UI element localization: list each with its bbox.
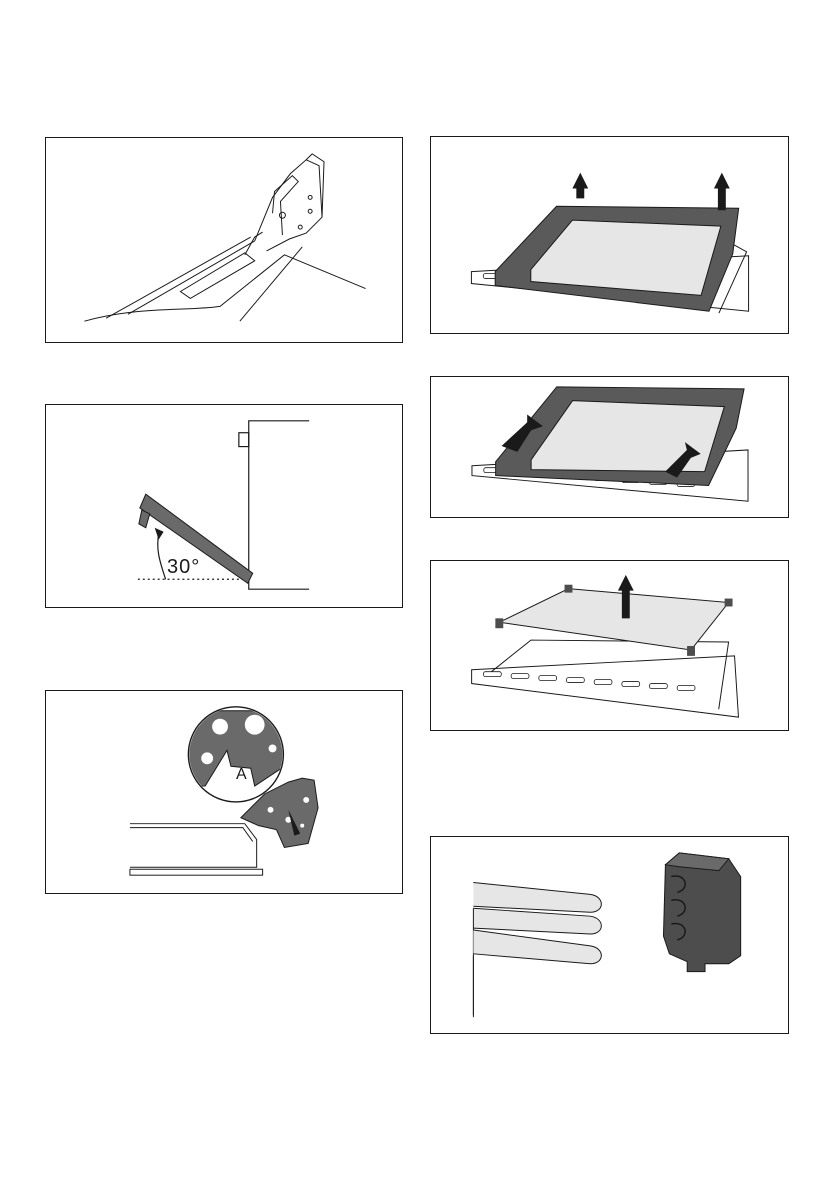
lift-frame-illustration <box>431 137 788 333</box>
hinge-lever-illustration <box>46 138 402 342</box>
hinge-detail-illustration <box>46 691 402 893</box>
figure-seal-clip <box>430 836 789 1034</box>
angle-label: 30° <box>167 556 200 579</box>
figure-lift-frame <box>430 136 789 334</box>
callout-label: A <box>236 766 247 784</box>
figure-hinge-lever <box>45 137 403 343</box>
lift-glass-illustration <box>431 561 788 730</box>
seal-clip-illustration <box>431 837 788 1033</box>
figure-insert-frame <box>430 376 789 518</box>
figure-lift-glass <box>430 560 789 731</box>
insert-frame-illustration <box>431 377 788 517</box>
door-angle-illustration <box>46 405 402 607</box>
figure-hinge-detail: A <box>45 690 403 894</box>
figure-door-angle: 30° <box>45 404 403 608</box>
